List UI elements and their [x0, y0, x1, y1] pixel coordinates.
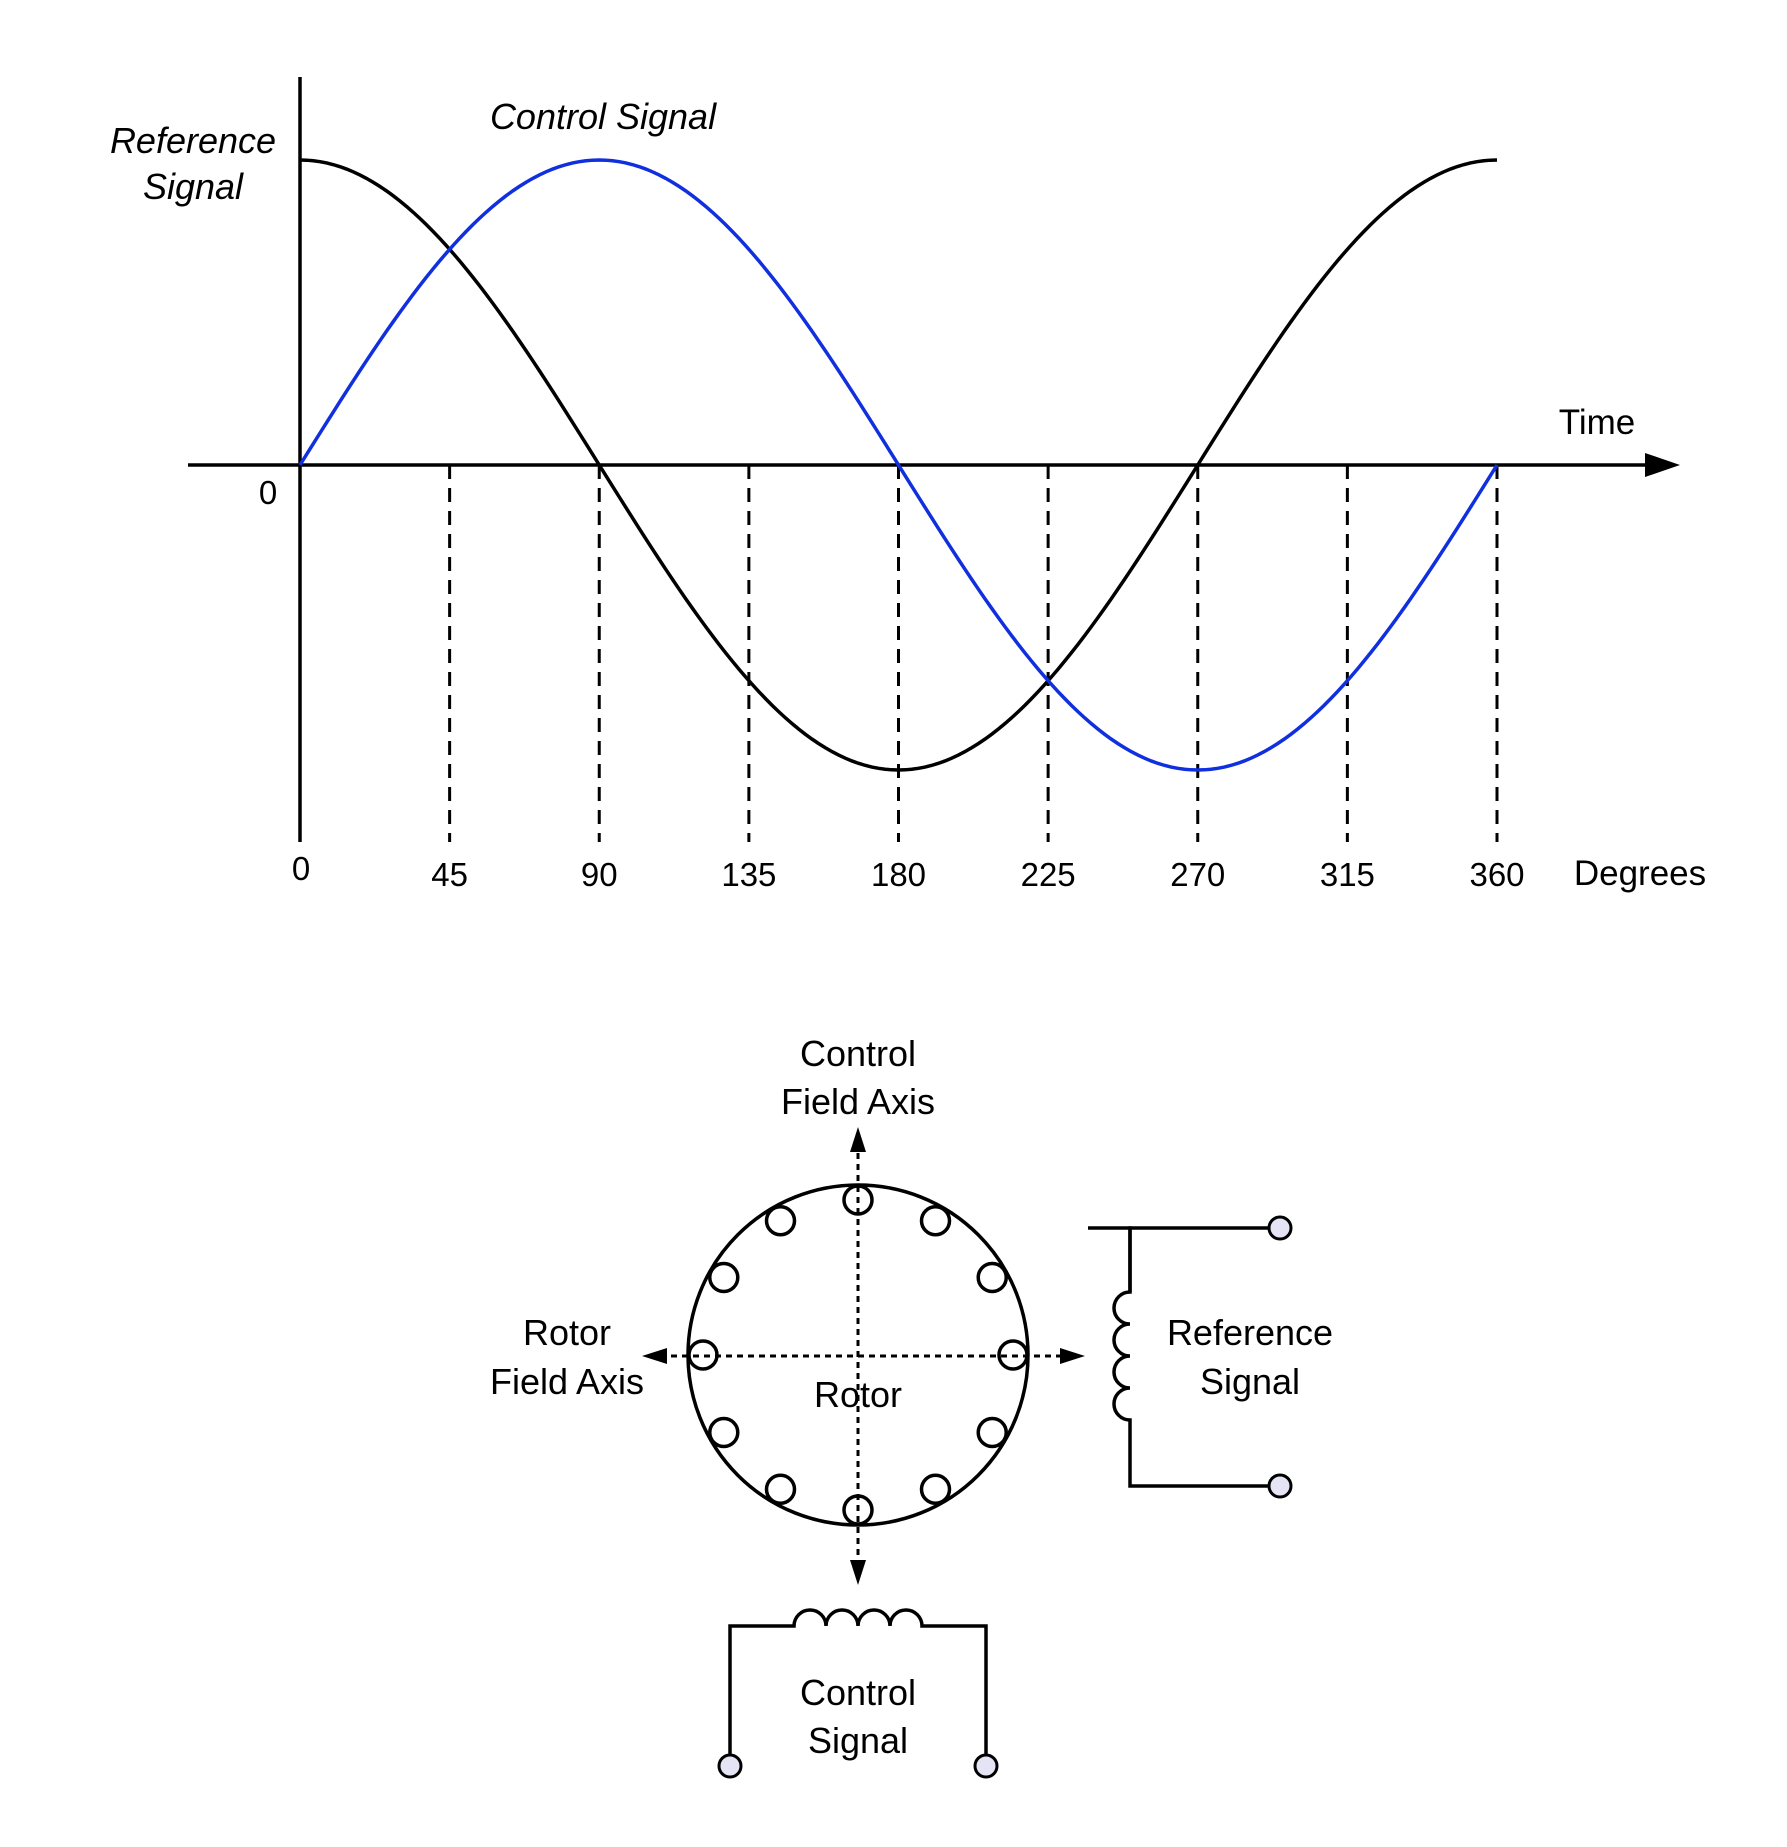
reference-terminal-top [1267, 1215, 1293, 1241]
reference-terminal-bottom [1267, 1473, 1293, 1499]
rotor-slot [976, 1261, 1008, 1294]
rotor-slot [708, 1416, 740, 1449]
control-winding [728, 1608, 988, 1754]
reference-signal-label-line2: Signal [143, 166, 244, 207]
degree-tick-labels: 0 45 90 135 180 225 270 315 360 [292, 850, 1525, 893]
control-signal-label: Control Signal [490, 96, 717, 137]
tick-label-360: 360 [1469, 856, 1524, 893]
rotor-slot [764, 1473, 797, 1505]
reference-signal-label-line2: Signal [1200, 1361, 1300, 1402]
rotor-field-axis-label-line1: Rotor [523, 1312, 611, 1353]
tick-label-270: 270 [1170, 856, 1225, 893]
control-field-axis-label-line2: Field Axis [781, 1081, 935, 1122]
control-field-axis-arrow-up [850, 1127, 866, 1152]
motor-diagram: Control Field Axis Rotor Field Axis Roto… [490, 1033, 1333, 1779]
rotor-field-axis-arrow-right [1060, 1348, 1085, 1364]
tick-label-315: 315 [1320, 856, 1375, 893]
reference-signal-label-line1: Reference [1167, 1312, 1333, 1353]
degrees-axis-label: Degrees [1574, 854, 1706, 893]
waveform-graph: 0 45 90 135 180 225 270 315 360 0 Time Degrees R… [110, 77, 1706, 893]
rotor-slot [708, 1261, 740, 1294]
tick-label-90: 90 [581, 856, 618, 893]
rotor-slot [976, 1416, 1008, 1449]
reference-signal-curve [299, 158, 1498, 772]
reference-winding [1088, 1226, 1280, 1488]
rotor-slot [764, 1205, 797, 1237]
tick-label-0: 0 [292, 850, 310, 887]
signal-curves [298, 158, 1499, 772]
control-signal-label-line2: Signal [808, 1720, 908, 1761]
rotor-field-axis-label-line2: Field Axis [490, 1361, 644, 1402]
x-axis-arrowhead [1645, 453, 1680, 477]
rotor-slot [919, 1473, 952, 1505]
control-field-axis-label-line1: Control [800, 1033, 916, 1074]
tick-label-45: 45 [431, 856, 468, 893]
degree-gridlines [448, 465, 1499, 842]
reference-signal-label-line1: Reference [110, 120, 276, 161]
control-field-axis-arrow-down [850, 1560, 866, 1585]
tick-label-225: 225 [1021, 856, 1076, 893]
control-terminal-right [973, 1753, 999, 1779]
reference-winding-lead-top [1128, 1226, 1268, 1292]
tick-label-135: 135 [721, 856, 776, 893]
tick-label-180: 180 [871, 856, 926, 893]
control-signal-curve [298, 158, 1499, 772]
control-terminal-left [717, 1753, 743, 1779]
origin-label: 0 [259, 474, 277, 511]
rotor-slot [919, 1205, 952, 1237]
control-signal-label-line1: Control [800, 1672, 916, 1713]
rotor-field-axis-arrow-left [642, 1348, 667, 1364]
rotor-label: Rotor [814, 1374, 902, 1415]
time-axis-label: Time [1559, 403, 1635, 442]
